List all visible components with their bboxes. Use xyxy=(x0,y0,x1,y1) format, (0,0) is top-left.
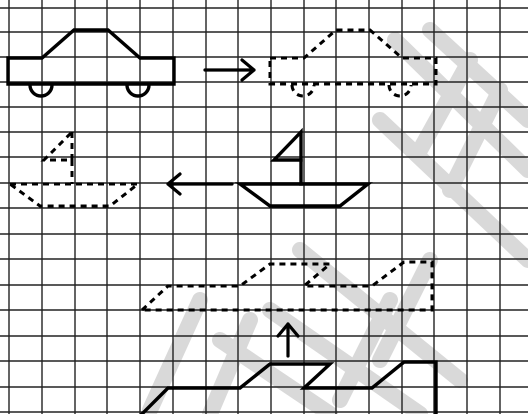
boat-translated-shape xyxy=(10,132,138,206)
car-shape xyxy=(8,30,174,96)
boat-arrow xyxy=(168,174,232,194)
car-arrow xyxy=(205,60,254,80)
